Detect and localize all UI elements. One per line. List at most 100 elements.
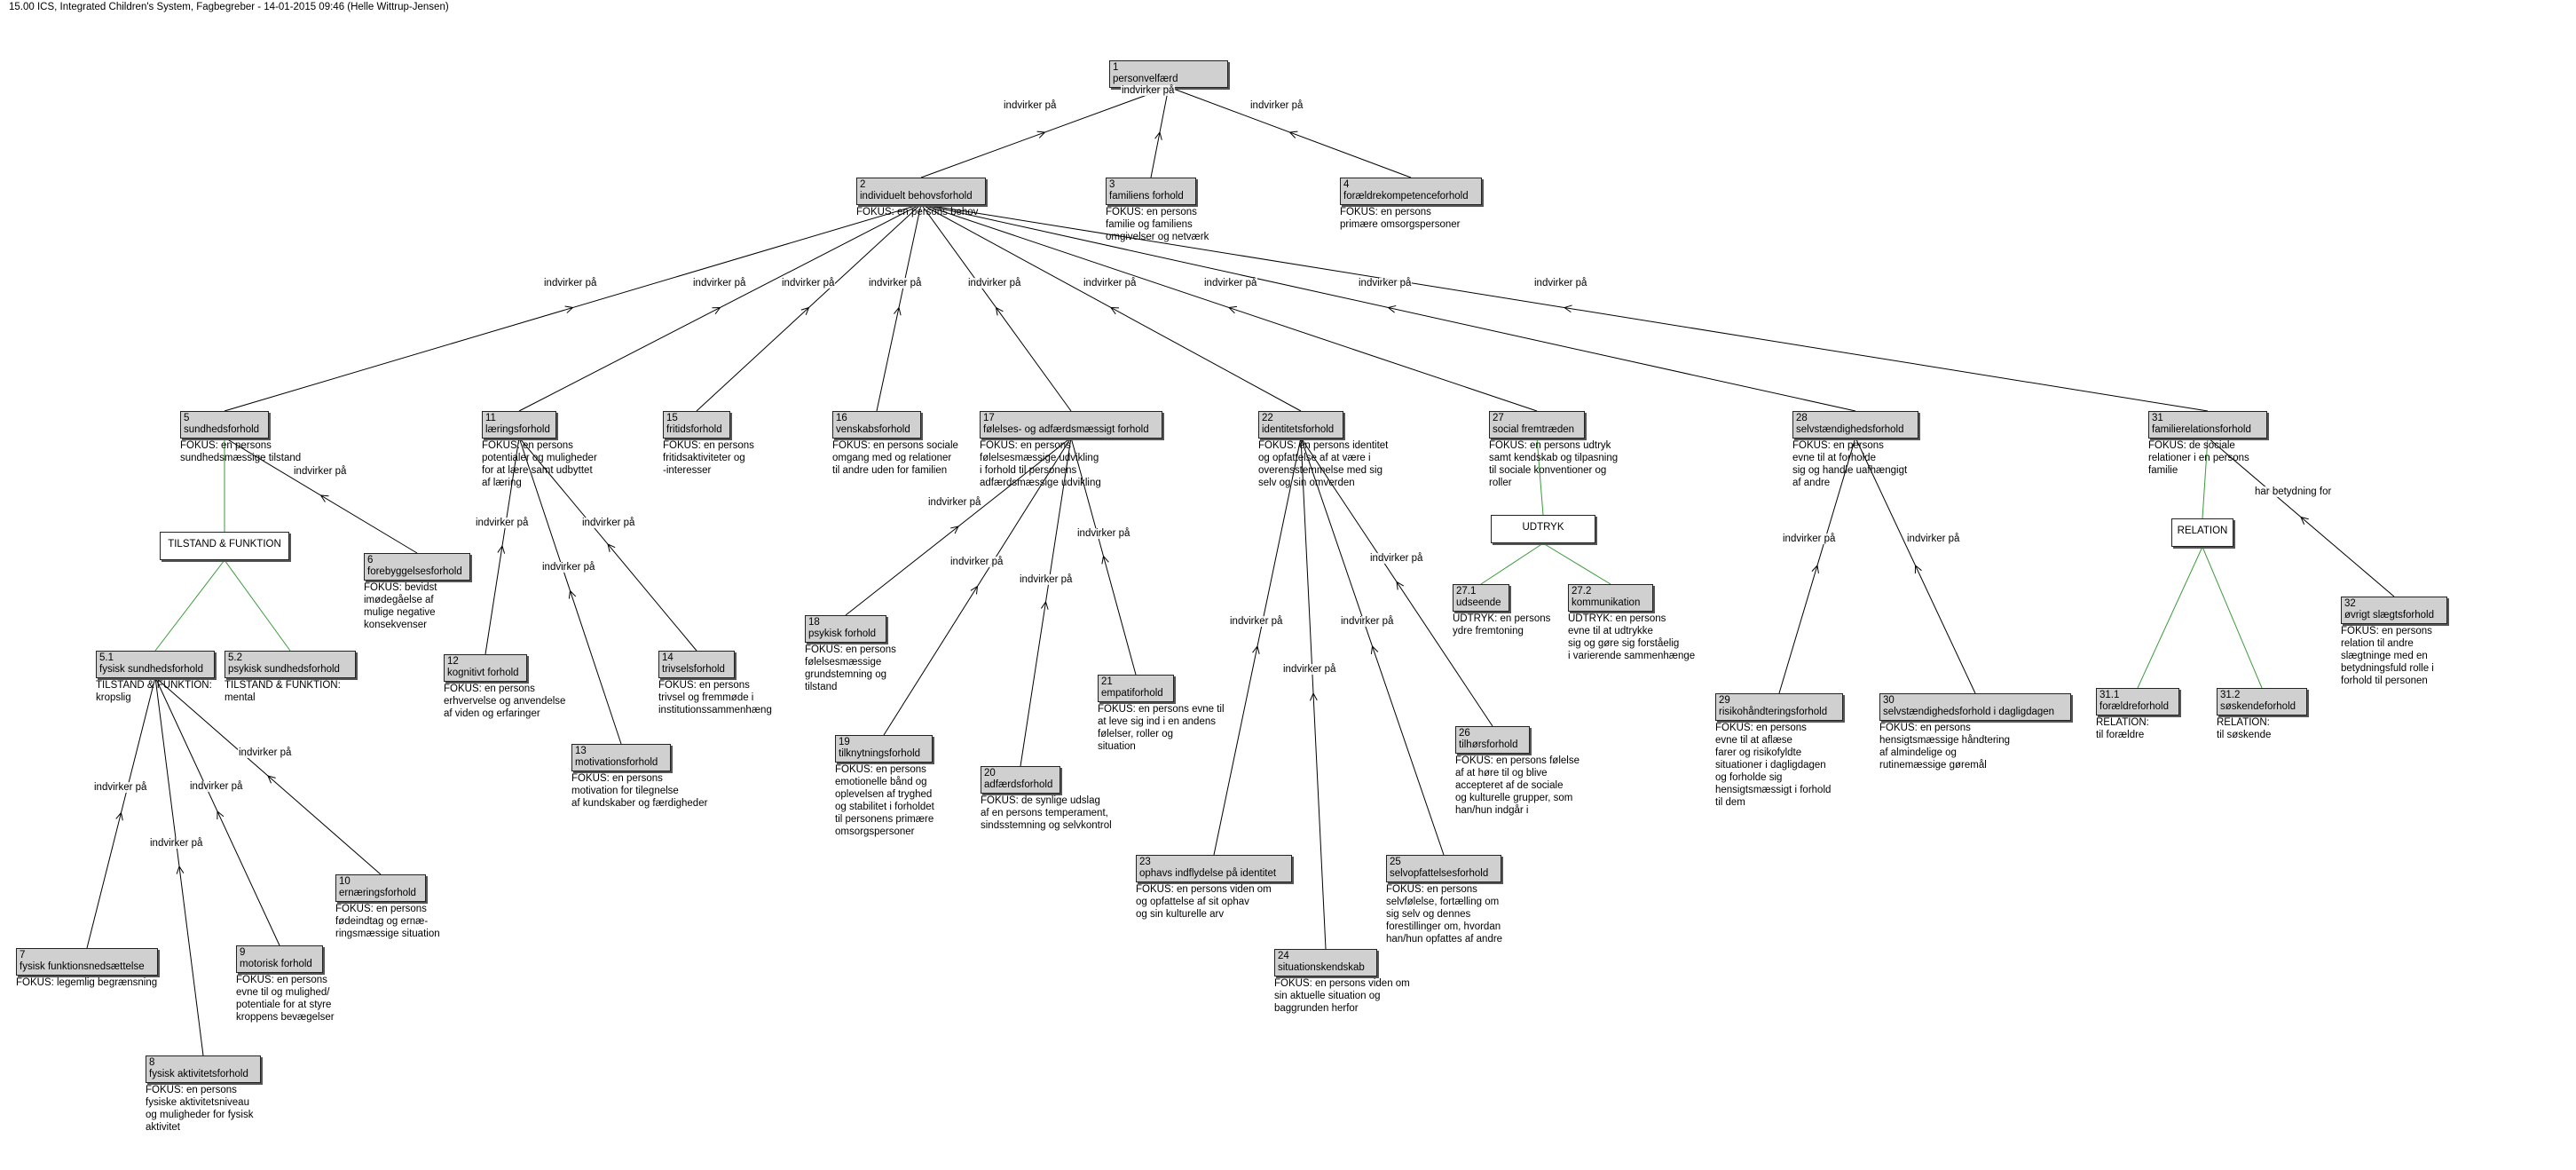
edge-label: indvirker på [967,278,1022,289]
edge-arrowhead [497,544,506,554]
edge-arrowhead [712,306,721,314]
edge-arrowhead [1396,581,1405,590]
edge-arrowhead [1310,692,1318,701]
node-description: RELATION: til forældre [2096,717,2149,740]
node-number: 17 [983,413,995,423]
node-description: FOKUS: en persons potentialer og mulighe… [482,440,597,488]
edge-arrowhead [176,865,185,874]
node-description: FOKUS: en persons viden om sin aktuelle … [1274,978,1410,1014]
edge-label: har betydning for [2254,486,2333,497]
node-number: 5.1 [99,652,114,663]
edge-arrowhead [1101,555,1109,565]
node-name: fysisk aktivitetsforhold [149,1069,248,1079]
node-number: 15 [666,413,678,423]
edge-label: indvirker på [781,278,836,289]
node-number: 3 [1109,179,1115,190]
node-description: FOKUS: en persons emotionelle bånd og op… [835,764,934,837]
division-edge [1542,542,1611,585]
division-node-tf[interactable]: TILSTAND & FUNKTION [160,532,289,560]
node-description: TILSTAND & FUNKTION: mental [225,680,341,703]
node-number: 28 [1796,413,1808,423]
node-name: følelses- og adfærdsmæssigt forhold [983,424,1149,435]
node-number: 29 [1719,695,1730,706]
edge-arrowhead [1370,644,1379,654]
node-description: FOKUS: en persons identitet og opfattels… [1258,440,1389,488]
node-number: 19 [839,737,850,747]
node-number: 18 [808,617,820,628]
division-edge [2202,546,2263,689]
node-name: familiens forhold [1109,191,1184,202]
edge-arrowhead [115,811,123,821]
edge-arrowhead [1387,304,1397,313]
division-node-relation[interactable]: RELATION [2171,518,2233,547]
edge-label: indvirker på [238,747,293,758]
node-number: 4 [1343,179,1350,190]
node-number: 21 [1101,676,1113,687]
edge-arrowhead [1227,305,1237,314]
division-edge [154,559,225,652]
edge-arrowhead [1288,130,1298,138]
edge-label: indvirker på [927,497,982,508]
edge-label: indvirker på [1249,100,1304,111]
node-name: individuelt behovsforhold [860,191,973,202]
node-name: psykisk sundhedsforhold [228,664,340,675]
edge-label: indvirker på [581,518,636,528]
edge-arrowhead [1252,644,1260,654]
node-number: 31.1 [2099,690,2120,700]
division-edge [1480,542,1544,585]
node-name: øvrigt slægtsforhold [2344,610,2434,621]
node-number: 14 [662,652,674,663]
node-description: FOKUS: legemlig begrænsning [16,977,158,988]
node-description: FOKUS: en persons relation til andre slæ… [2341,626,2434,686]
node-number: 23 [1139,857,1151,867]
node-name: personvelfærd [1113,74,1178,84]
node-name: tilknytningsforhold [839,748,921,759]
node-number: 2 [860,179,866,190]
node-number: 27 [1493,413,1504,423]
edge-label: indvirker på [543,278,598,289]
division-node-udtryk[interactable]: UDTRYK [1491,515,1595,543]
node-description: UDTRYK: en persons ydre fremtoning [1453,613,1551,636]
edge-arrowhead [1109,306,1120,315]
edge-label: indvirker på [1003,100,1058,111]
division-edge [1536,437,1544,516]
